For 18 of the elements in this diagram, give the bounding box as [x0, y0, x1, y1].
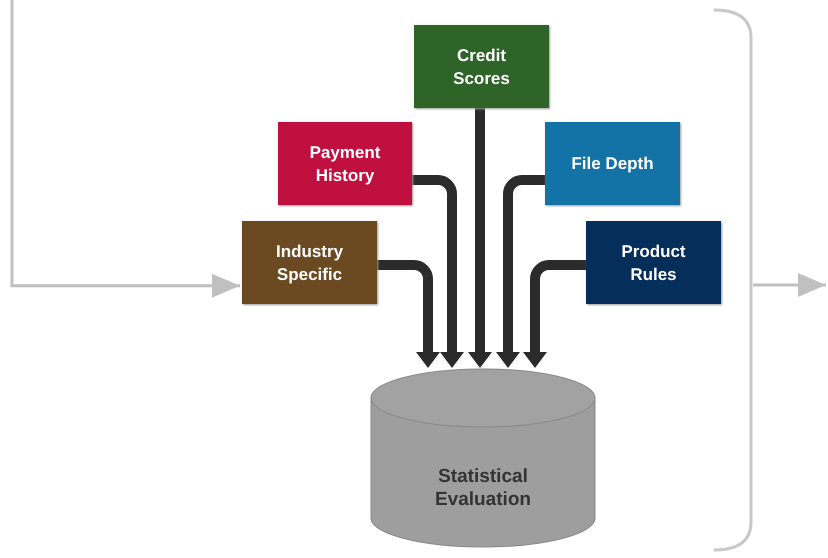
node-label: Statistical Evaluation [434, 465, 532, 511]
arrow [377, 260, 440, 368]
node-label: File Depth [571, 153, 654, 175]
bracket [712, 8, 754, 552]
database-cylinder [370, 368, 596, 548]
arrow [468, 108, 492, 368]
category-box [278, 122, 412, 205]
category-box [545, 122, 680, 205]
category-box [414, 25, 549, 108]
node-label: Product Rules [620, 240, 687, 286]
node-label: Credit Scores [452, 44, 511, 90]
node-label: Industry Specific [274, 240, 344, 286]
arrow [753, 273, 826, 297]
node-label: Payment History [308, 142, 382, 186]
category-box [586, 221, 721, 304]
arrow [523, 260, 586, 368]
arrow [10, 0, 240, 298]
category-box [242, 221, 377, 304]
